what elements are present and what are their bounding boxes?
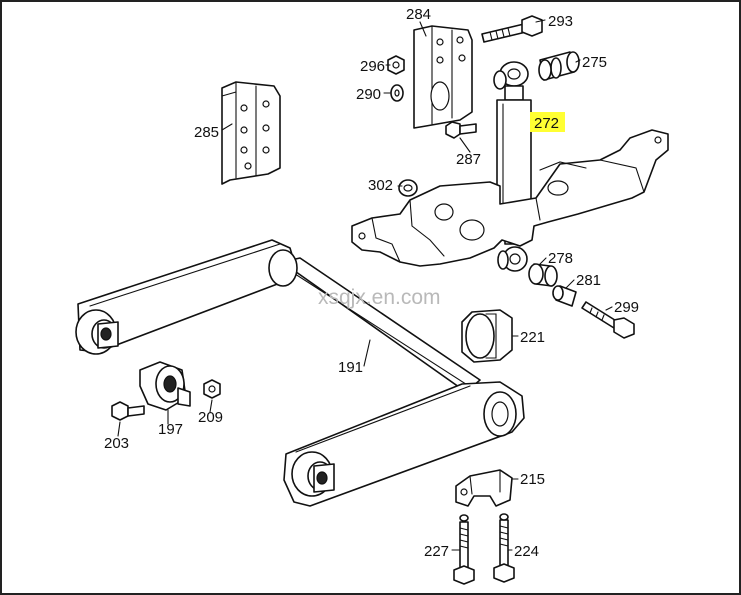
label-296: 296 bbox=[360, 58, 385, 75]
bolt-287 bbox=[445, 121, 477, 139]
bracket-284 bbox=[413, 25, 473, 129]
bushing-278 bbox=[528, 263, 558, 287]
label-197: 197 bbox=[158, 421, 183, 438]
bolt-224 bbox=[493, 513, 515, 583]
label-287: 287 bbox=[456, 151, 481, 168]
trailing-arm-bracket bbox=[351, 129, 669, 267]
label-227: 227 bbox=[424, 543, 449, 560]
label-272: 272 bbox=[534, 115, 559, 132]
axle-191 bbox=[75, 239, 525, 507]
bolt-203 bbox=[111, 401, 145, 421]
label-285: 285 bbox=[194, 124, 219, 141]
label-209: 209 bbox=[198, 409, 223, 426]
sleeve-281 bbox=[552, 285, 577, 307]
label-215: 215 bbox=[520, 471, 545, 488]
nut-209 bbox=[203, 379, 221, 399]
washer-302 bbox=[398, 179, 418, 197]
label-281: 281 bbox=[576, 272, 601, 289]
washer-290 bbox=[390, 84, 404, 102]
label-284: 284 bbox=[406, 6, 431, 23]
label-203: 203 bbox=[104, 435, 129, 452]
label-290: 290 bbox=[356, 86, 381, 103]
bushing-275 bbox=[538, 51, 580, 81]
label-275: 275 bbox=[582, 54, 607, 71]
label-221: 221 bbox=[520, 329, 545, 346]
clamp-215 bbox=[455, 469, 513, 507]
label-302: 302 bbox=[368, 177, 393, 194]
label-293: 293 bbox=[548, 13, 573, 30]
leader-lines bbox=[117, 19, 613, 551]
label-191: 191 bbox=[338, 359, 363, 376]
bushing-197 bbox=[139, 361, 191, 411]
label-278: 278 bbox=[548, 250, 573, 267]
watermark-text: xsqjx.en.com bbox=[318, 286, 441, 309]
bolt-227 bbox=[453, 514, 475, 585]
label-224: 224 bbox=[514, 543, 539, 560]
label-272-highlight bbox=[530, 112, 565, 132]
bolt-293 bbox=[481, 15, 543, 43]
bushing-221 bbox=[461, 309, 513, 363]
label-299: 299 bbox=[614, 299, 639, 316]
bolt-299 bbox=[581, 301, 635, 339]
bracket-285 bbox=[221, 81, 281, 185]
nut-296 bbox=[387, 55, 405, 75]
